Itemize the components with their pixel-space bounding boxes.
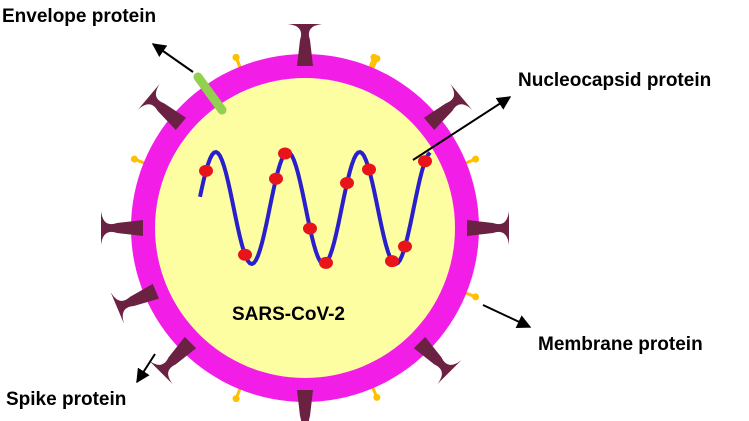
membrane-protein-knob (232, 53, 240, 61)
spike-protein (148, 336, 197, 385)
membrane-protein-label: Membrane protein (538, 334, 703, 355)
spike-protein (413, 336, 462, 385)
nucleocapsid-dot (418, 155, 432, 168)
nucleocapsid-dot (199, 164, 213, 177)
spike-protein (110, 283, 160, 324)
membrane-protein-knob (370, 53, 378, 61)
membrane-protein-knob (130, 155, 138, 163)
nucleocapsid-dot (269, 172, 283, 185)
spike-protein (137, 83, 187, 130)
envelope-arrow (151, 43, 194, 73)
nucleocapsid-protein-label: Nucleocapsid protein (518, 70, 711, 91)
membrane-protein-knob (472, 155, 480, 163)
membrane-protein-knob (232, 395, 240, 403)
spike-protein (467, 211, 509, 245)
nucleocapsid-dot (385, 255, 399, 268)
nucleocapsid-dot (398, 240, 412, 253)
nucleocapsid-dot (319, 256, 333, 269)
spike-protein (297, 390, 313, 421)
spike-arrow (136, 353, 156, 384)
envelope-protein-marker (193, 72, 227, 115)
nucleocapsid-dot (340, 177, 354, 189)
spike-protein (423, 83, 473, 130)
spike-protein-label: Spike protein (6, 389, 126, 410)
nucleocapsid-dot (238, 248, 252, 261)
nucleocapsid-arrow (412, 96, 512, 161)
membrane-protein-knob (472, 293, 480, 301)
nucleocapsid-dot (303, 222, 317, 235)
nucleocapsid-dot (362, 163, 376, 176)
nucleocapsid-dot-group (199, 147, 432, 269)
membrane-protein-knob (373, 393, 381, 401)
spike-protein (101, 211, 143, 245)
virus-name-label: SARS-CoV-2 (232, 304, 345, 325)
envelope-protein-label: Envelope protein (2, 6, 156, 27)
membrane-arrow (482, 304, 532, 328)
nucleocapsid-dot (278, 147, 292, 160)
spike-protein (288, 24, 322, 66)
spike-protein-group (101, 24, 509, 421)
